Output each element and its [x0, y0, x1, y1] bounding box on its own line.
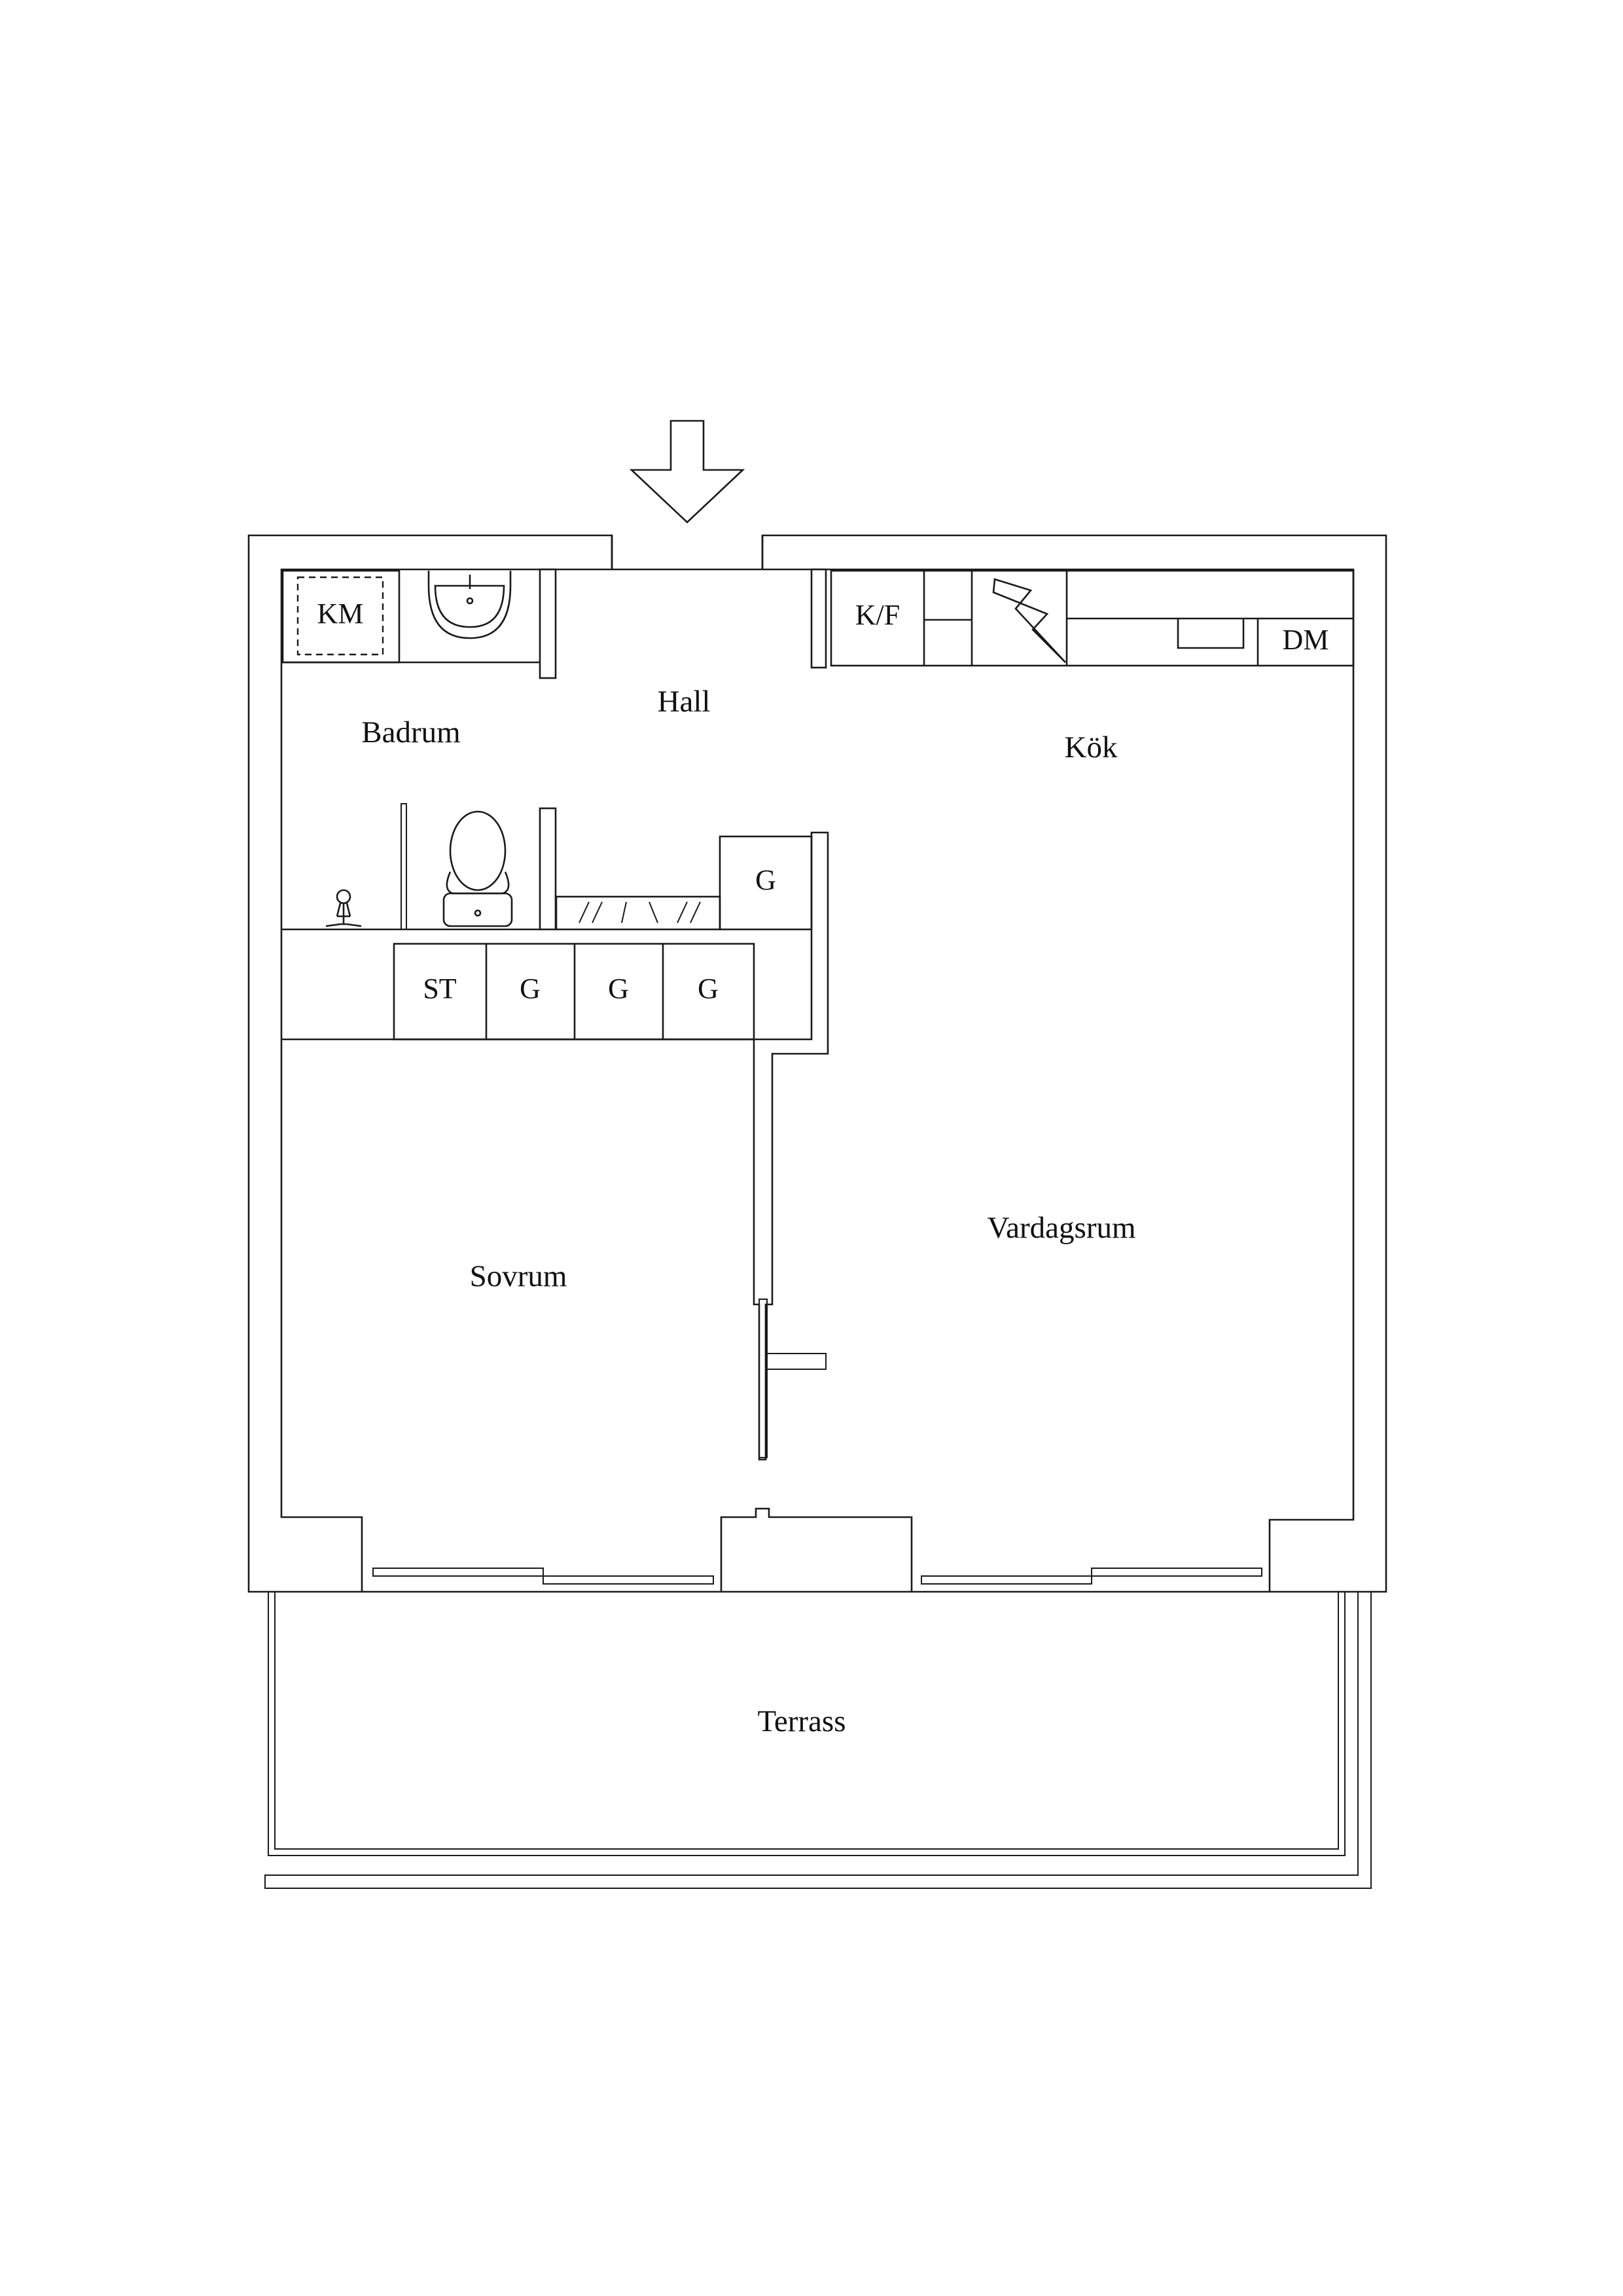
sliding-door-bedroom [372, 1568, 714, 1585]
bath-wall-upper [539, 568, 557, 679]
room-label-vardagsrum: Vardagsrum [987, 1211, 1135, 1245]
kitchen-wall-stub [810, 568, 827, 669]
hall-partition [753, 831, 829, 1461]
storage-dividers [485, 944, 664, 1039]
room-label-kok: Kök [1065, 730, 1118, 764]
exterior-wall [247, 534, 1387, 1593]
room-label-badrum: Badrum [361, 715, 460, 749]
closet-g-hall-label: G [755, 864, 776, 896]
bath-wall-lower [539, 807, 557, 931]
kitchen-dividers [923, 571, 1353, 666]
wardrobe-hatch [579, 901, 701, 924]
stove-icon [992, 578, 1066, 663]
door-handle-icon [767, 1353, 827, 1370]
storage-g1-label: G [520, 973, 541, 1005]
fridge-label: K/F [855, 599, 900, 631]
kitchen-sink-icon [1177, 619, 1245, 649]
bath-screen [401, 803, 407, 930]
room-label-hall: Hall [658, 685, 711, 719]
sink-icon [427, 571, 512, 639]
storage-st-label: ST [423, 973, 456, 1005]
toilet-icon [442, 810, 513, 927]
closet-g-hall [719, 835, 813, 931]
washer-label: KM [317, 598, 364, 630]
washer-dashed [296, 576, 384, 656]
room-label-terrass: Terrass [757, 1704, 846, 1738]
dishwasher-label: DM [1283, 624, 1329, 656]
room-label-sovrum: Sovrum [470, 1259, 567, 1293]
bedroom-door [758, 1299, 768, 1458]
sliding-door-living [921, 1568, 1262, 1585]
storage-g2-label: G [608, 973, 629, 1005]
entrance-arrow-icon [629, 420, 745, 524]
storage-g3-label: G [698, 973, 719, 1005]
terrace-railing [264, 1592, 1372, 1889]
shower-icon [325, 889, 362, 927]
